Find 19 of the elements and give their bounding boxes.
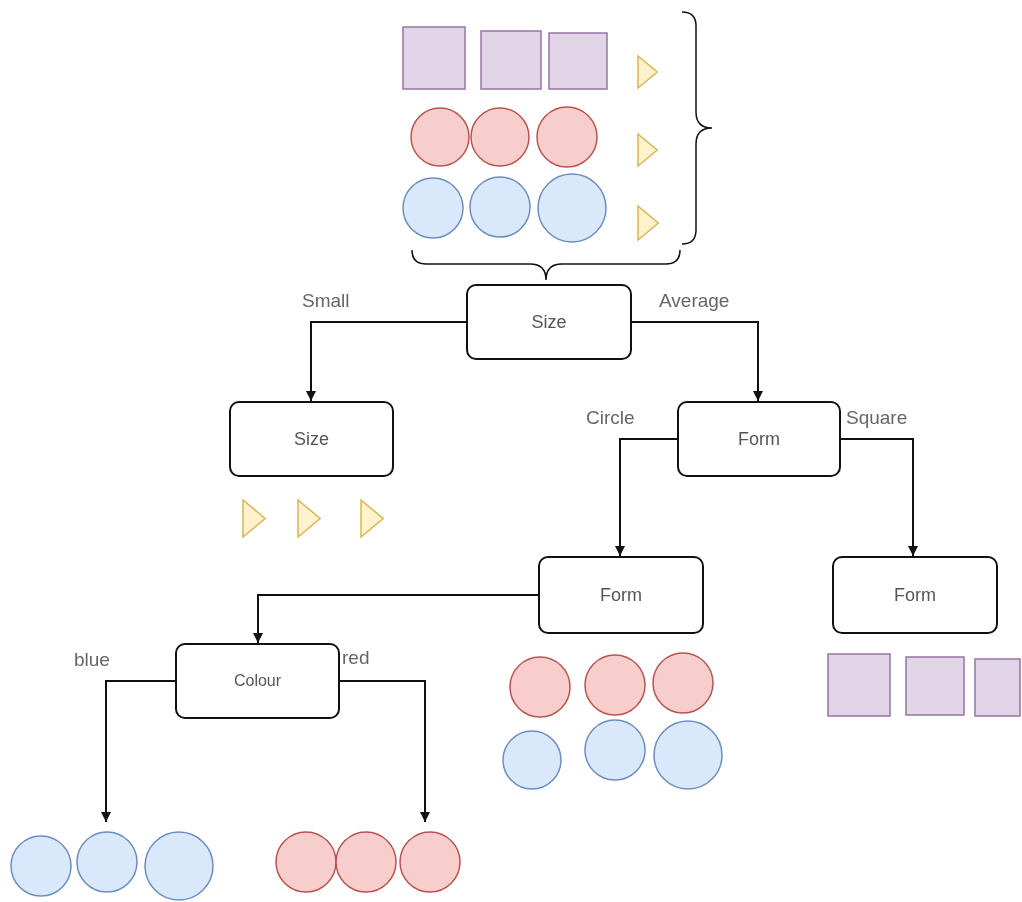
arrow	[840, 438, 918, 557]
decision-box	[175, 643, 340, 719]
decision-box	[677, 401, 841, 477]
arrow	[306, 321, 467, 402]
node-label: Form	[894, 584, 936, 606]
arrow	[631, 321, 763, 402]
node-label: Size	[294, 428, 329, 450]
arrow	[615, 438, 678, 557]
decision-box	[229, 401, 394, 477]
arrow	[253, 594, 539, 644]
decision-box	[832, 556, 998, 634]
node-label: Colour	[233, 672, 282, 690]
node-label: Form	[738, 428, 780, 450]
arrow	[339, 680, 430, 823]
node-label: Size	[531, 311, 567, 333]
decision-box	[466, 284, 632, 360]
node-label: Form	[600, 584, 642, 606]
arrow	[101, 680, 176, 823]
decision-box	[538, 556, 704, 634]
